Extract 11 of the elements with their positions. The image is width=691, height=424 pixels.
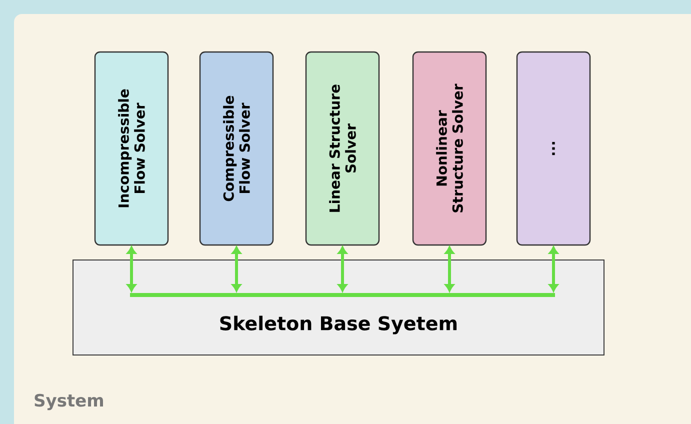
arrow bbox=[548, 246, 558, 292]
arrow bbox=[232, 246, 242, 292]
arrow bbox=[126, 246, 136, 292]
solver-box: Linear Structure Solver bbox=[305, 51, 380, 246]
solver-box: Incompressible Flow Solver bbox=[94, 51, 169, 246]
solver-box: Compressible Flow Solver bbox=[199, 51, 274, 246]
base-box: Skeleton Base Syetem bbox=[72, 260, 604, 356]
solver-box: Nonlinear Structure Solver bbox=[412, 51, 487, 246]
arrow bbox=[338, 246, 348, 292]
solver-box: ... bbox=[516, 51, 591, 246]
arrow bbox=[444, 246, 454, 292]
